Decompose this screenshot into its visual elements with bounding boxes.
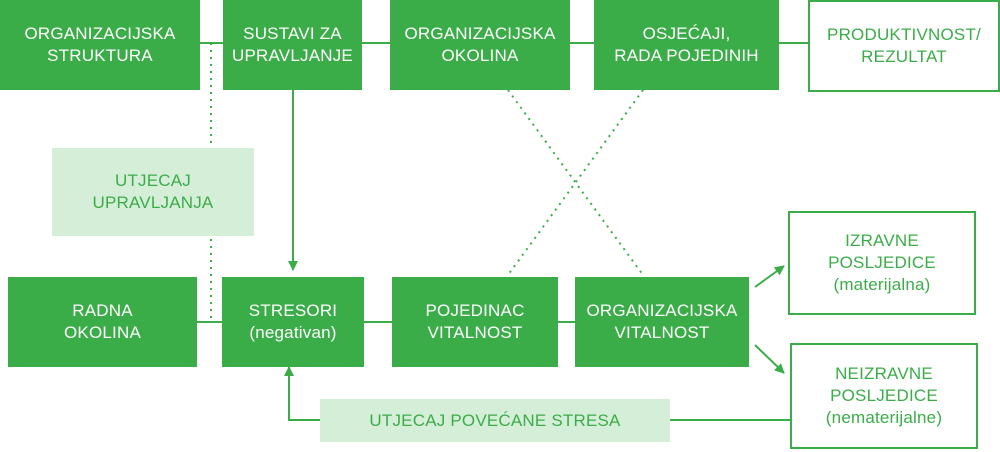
arrow-to-neizravne xyxy=(754,344,785,374)
box-utjecaj-povecane-stresa: UTJECAJ POVEĆANE STRESA xyxy=(320,399,670,442)
label-produktivnost-rezultat: PRODUKTIVNOST/ REZULTAT xyxy=(827,25,981,66)
box-radna-okolina: RADNA OKOLINA xyxy=(8,277,197,367)
label-pojedinac-vitalnost: POJEDINAC VITALNOST xyxy=(425,301,525,342)
box-organizacijska-okolina: ORGANIZACIJSKA OKOLINA xyxy=(390,0,570,90)
label-izravne-posljedice: IZRAVNE POSLJEDICE (materijalna) xyxy=(828,231,936,294)
dotted-cross-right xyxy=(507,89,644,276)
label-utjecaj-upravljanja: UTJECAJ UPRAVLJANJA xyxy=(92,171,214,212)
box-utjecaj-upravljanja: UTJECAJ UPRAVLJANJA xyxy=(52,148,254,236)
box-produktivnost-rezultat: PRODUKTIVNOST/ REZULTAT xyxy=(808,0,1000,92)
label-organizacijska-okolina: ORGANIZACIJSKA OKOLINA xyxy=(404,24,556,65)
label-stresori: STRESORI (negativan) xyxy=(248,301,338,342)
label-neizravne-posljedice: NEIZRAVNE POSLJEDICE (nematerijalne) xyxy=(825,364,943,427)
box-sustavi-za-upravljanje: SUSTAVI ZA UPRAVLJANJE xyxy=(223,0,362,90)
box-organizacijska-vitalnost: ORGANIZACIJSKA VITALNOST xyxy=(575,277,749,367)
box-izravne-posljedice: IZRAVNE POSLJEDICE (materijalna) xyxy=(788,211,976,315)
box-neizravne-posljedice: NEIZRAVNE POSLJEDICE (nematerijalne) xyxy=(790,343,978,449)
box-pojedinac-vitalnost: POJEDINAC VITALNOST xyxy=(392,277,558,367)
box-organizacijska-struktura: ORGANIZACIJSKA STRUKTURA xyxy=(0,0,200,90)
label-utjecaj-povecane-stresa: UTJECAJ POVEĆANE STRESA xyxy=(369,410,621,430)
label-osjecaji-rada-pojedinih: OSJEĆAJI, RADA POJEDINIH xyxy=(614,24,759,65)
label-organizacijska-vitalnost: ORGANIZACIJSKA VITALNOST xyxy=(586,301,738,342)
box-osjecaji-rada-pojedinih: OSJEĆAJI, RADA POJEDINIH xyxy=(594,0,779,90)
box-stresori: STRESORI (negativan) xyxy=(222,277,364,367)
arrow-to-izravne xyxy=(754,265,785,288)
label-organizacijska-struktura: ORGANIZACIJSKA STRUKTURA xyxy=(24,24,176,65)
label-sustavi-za-upravljanje: SUSTAVI ZA UPRAVLJANJE xyxy=(232,24,353,65)
label-radna-okolina: RADNA OKOLINA xyxy=(64,301,141,342)
dotted-cross-left xyxy=(507,89,644,276)
